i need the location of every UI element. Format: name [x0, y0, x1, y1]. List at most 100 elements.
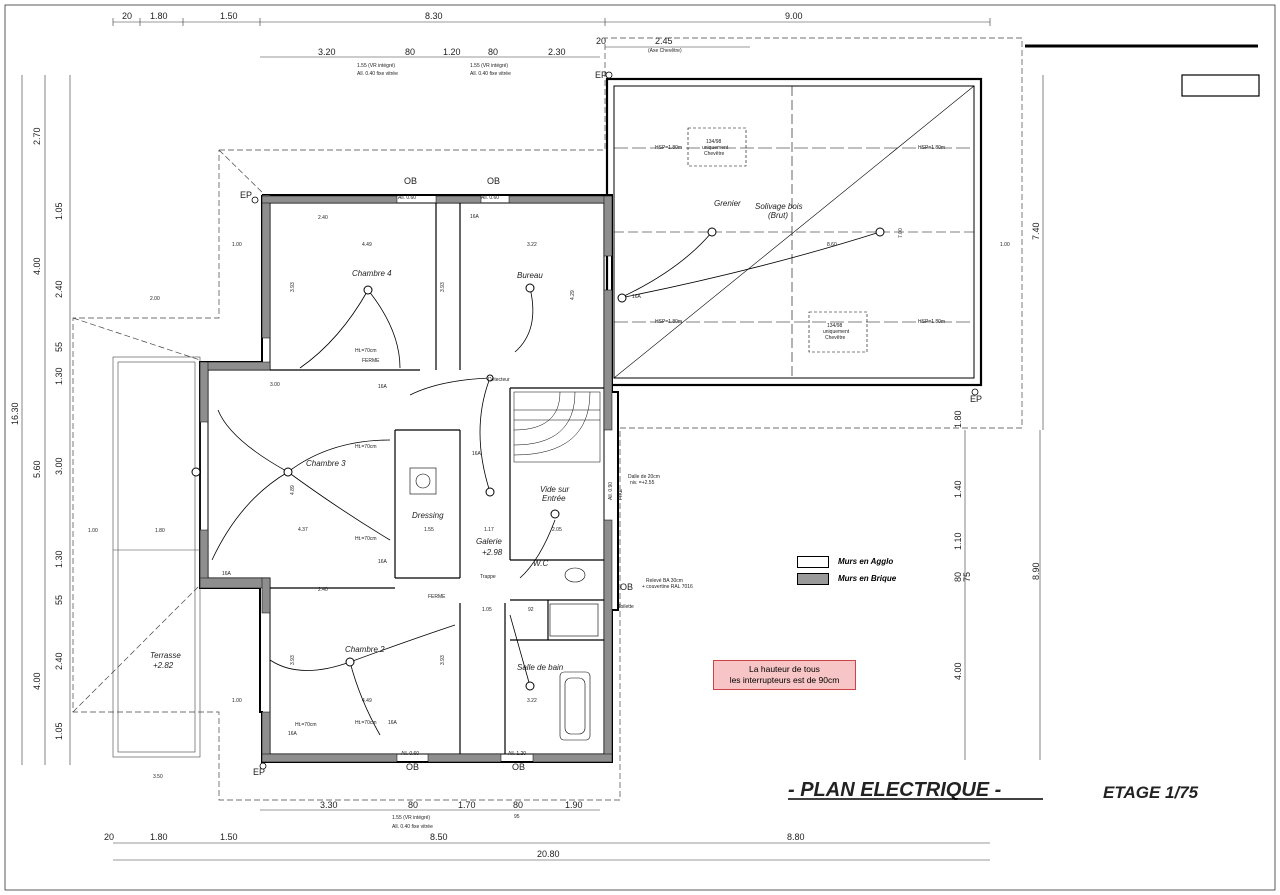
label-16a-7: 16A — [222, 571, 232, 577]
left-dimension-texts: 2.70 1.05 4.00 2.40 55 1.30 16.30 5.60 3… — [10, 127, 64, 740]
legend-brique-swatch — [797, 573, 829, 585]
label-hsp-2: HSP=1.80m — [918, 145, 945, 151]
dim-right-5: 80 — [953, 572, 963, 582]
window-note-fixe-1: All. 0.40 fixe vitrée — [357, 71, 398, 77]
dim-437: 4.37 — [298, 527, 308, 533]
window-note-vr-2: 1.55 (VR intégré) — [470, 63, 508, 69]
dim-left-11: 4.00 — [32, 672, 42, 690]
dim-bottom-3: 80 — [513, 800, 523, 810]
dim-bottom2-1: 1.80 — [150, 832, 168, 842]
label-ob-1: OB — [404, 176, 417, 186]
chevetre-a-2: uniquement — [702, 145, 729, 151]
label-ob-3: OB — [406, 762, 419, 772]
room-bureau: Bureau — [517, 271, 543, 280]
label-ferme-2: FERME — [428, 594, 446, 600]
dim-top2-0: 3.20 — [318, 47, 336, 57]
room-vide-2: Entrée — [542, 494, 566, 503]
dim-total: 20.80 — [537, 849, 560, 859]
dim-top-0: 20 — [122, 11, 132, 21]
label-hsp-1: HSP=1.80m — [655, 145, 682, 151]
note-line-2: les interrupteurs est de 90cm — [729, 675, 840, 685]
room-chambre4: Chambre 4 — [352, 269, 392, 278]
light-grenier-1 — [707, 227, 717, 237]
attic-outline — [605, 77, 983, 387]
label-ht70-2: Ht.=70cm — [355, 444, 377, 450]
dim-393-1: 3.93 — [290, 282, 296, 292]
dim-bottom2-4: 8.80 — [787, 832, 805, 842]
dim-right-4: 8.90 — [1031, 562, 1041, 580]
dim-100-1: 1.00 — [232, 242, 242, 248]
dim-100-4: 1.00 — [1000, 242, 1010, 248]
dim-left-7: 5.60 — [32, 460, 42, 478]
label-ob-5: OB — [620, 582, 633, 592]
dim-top-3: 8.30 — [425, 11, 443, 21]
label-hsp-4: HSP=1.80m — [918, 319, 945, 325]
dim-left-5: 1.30 — [54, 367, 64, 385]
dim-300: 3.00 — [270, 382, 280, 388]
label-16a-8: 16A — [632, 294, 642, 300]
dim-right-0: 7.40 — [1031, 222, 1041, 240]
window-note-vr-1: 1.55 (VR intégré) — [357, 63, 395, 69]
dim-100-3: 1.00 — [88, 528, 98, 534]
chevetre-a-3: Chevêtre — [704, 151, 725, 157]
dim-left-3: 2.40 — [54, 280, 64, 298]
dim-left-12: 2.40 — [54, 652, 64, 670]
dim-left-4: 55 — [54, 342, 64, 352]
dim-left-2: 4.00 — [32, 257, 42, 275]
dim-860: 8.60 — [827, 242, 837, 248]
label-ht70-5: Ht.=70cm — [355, 720, 377, 726]
light-grenier-2 — [875, 227, 885, 237]
room-terrasse: Terrasse — [150, 651, 181, 660]
legend-brique-label: Murs en Brique — [838, 574, 897, 583]
label-all120: All. 1.20 — [508, 751, 526, 757]
dim-429: 4.29 — [570, 290, 576, 300]
dim-155: 1.55 — [424, 527, 434, 533]
window-note-fixe-2: All. 0.40 fixe vitrée — [470, 71, 511, 77]
staircase — [513, 391, 601, 463]
label-16a-2: 16A — [378, 384, 388, 390]
dim-right-1: 1.80 — [953, 410, 963, 428]
dim-105: 1.05 — [482, 607, 492, 613]
dim-700: 7.00 — [898, 228, 904, 238]
dim-bottom-0: 3.30 — [320, 800, 338, 810]
dim-left-8: 3.00 — [54, 457, 64, 475]
room-wc: W.C — [533, 559, 548, 568]
room-trappe: Trappe — [480, 574, 496, 580]
ep-markers — [251, 71, 979, 770]
dim-205: 2.05 — [552, 527, 562, 533]
dim-left-0: 2.70 — [32, 127, 42, 145]
plan-title: - PLAN ELECTRIQUE - — [788, 779, 1002, 801]
room-labels: Chambre 4 Bureau Chambre 3 Dressing Gale… — [150, 199, 803, 672]
light-chambre2 — [345, 657, 355, 667]
left-dimensions — [21, 75, 71, 765]
bath-fixtures — [409, 467, 599, 741]
dim-393-2: 3.93 — [440, 282, 446, 292]
dim-bottom2-3: 8.50 — [430, 832, 448, 842]
electrical-wiring — [211, 231, 881, 736]
dim-top3-2: (Axe Chevêtre) — [648, 48, 682, 54]
dim-393-3: 3.93 — [290, 655, 296, 665]
room-dressing: Dressing — [412, 511, 444, 520]
bottom-dimensions — [113, 809, 990, 861]
dim-left-1: 1.05 — [54, 202, 64, 220]
dim-top2-1: 80 — [405, 47, 415, 57]
dim-top-4: 9.00 — [785, 11, 803, 21]
label-all060-3: All. 0.60 — [401, 751, 419, 757]
label-detecteur: Détecteur — [488, 377, 510, 383]
label-ht70-4: Ht.=70cm — [295, 722, 317, 728]
light-sdb — [525, 681, 535, 691]
dim-350: 3.50 — [153, 774, 163, 780]
room-chambre2: Chambre 2 — [345, 645, 385, 654]
dim-top3-0: 20 — [596, 36, 606, 46]
light-points — [191, 227, 885, 691]
dim-449-1: 4.49 — [362, 242, 372, 248]
top-dimension-texts: 20 1.80 1.50 8.30 9.00 3.20 80 1.20 80 2… — [122, 11, 803, 77]
light-grenier-3 — [617, 293, 627, 303]
label-ht70-1: Ht.=70cm — [355, 348, 377, 354]
label-dalle-1: Dalle de 20cm — [628, 474, 660, 480]
light-galerie — [485, 487, 495, 497]
label-ferme-1: FERME — [362, 358, 380, 364]
interior-partitions — [270, 203, 604, 754]
chevetre-a-1: 134/98 — [706, 139, 722, 145]
dim-449-2: 4.49 — [362, 698, 372, 704]
